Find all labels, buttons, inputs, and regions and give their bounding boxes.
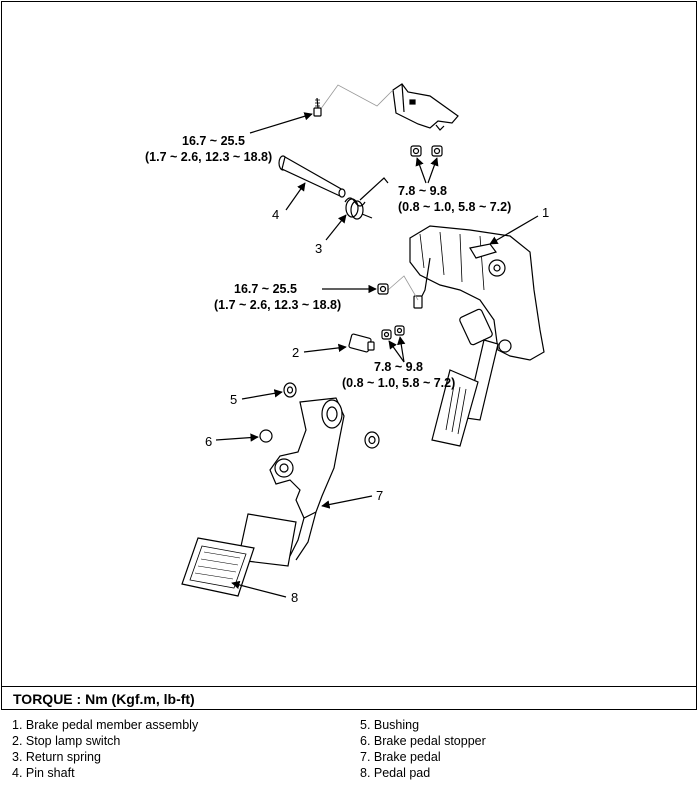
arrow-return-spring	[325, 214, 347, 241]
legend-item: 1. Brake pedal member assembly	[12, 718, 199, 732]
callout-3: 3	[315, 241, 322, 256]
torque-nuts-switch-units: (0.8 ~ 1.0, 5.8 ~ 7.2)	[342, 376, 455, 390]
torque-bolt-top-value: 16.7 ~ 25.5	[182, 134, 245, 148]
arrow-nut-top-right	[427, 157, 439, 184]
pedal-bushing-right	[364, 431, 380, 449]
legend-left-column: 1. Brake pedal member assembly 2. Stop l…	[12, 717, 198, 781]
legend-right-column: 5. Bushing 6. Brake pedal stopper 7. Bra…	[360, 717, 486, 781]
arrow-nut-switch-left	[388, 340, 405, 363]
arrow-pedal-pad	[231, 580, 287, 598]
accelerator-pedal	[431, 339, 499, 447]
flange-nuts-top	[410, 145, 443, 157]
arrow-stop-lamp-switch	[303, 343, 347, 353]
arrow-nut-switch-right	[397, 336, 406, 363]
bushing-part	[283, 382, 297, 398]
arrow-callout-1	[489, 215, 539, 245]
leader-member-nut	[387, 275, 419, 301]
return-spring-part	[344, 177, 389, 220]
pin-shaft-part	[278, 155, 346, 198]
mounting-bolt	[313, 97, 322, 117]
brake-pedal-exploded-diagram: 16.7 ~ 25.5 (1.7 ~ 2.6, 12.3 ~ 18.8) 7.8…	[145, 83, 549, 605]
arrow-pin-shaft	[285, 182, 306, 211]
legend-item: 2. Stop lamp switch	[12, 734, 121, 748]
torque-bolt-top-units: (1.7 ~ 2.6, 12.3 ~ 18.8)	[145, 150, 272, 164]
pedal-member-assembly	[409, 225, 545, 361]
flange-nuts-switch	[381, 325, 405, 340]
legend-item: 6. Brake pedal stopper	[360, 734, 486, 748]
torque-nuts-switch-value: 7.8 ~ 9.8	[374, 360, 423, 374]
legend-item: 8. Pedal pad	[360, 766, 431, 780]
pedal-stopper-part	[259, 429, 273, 443]
stop-lamp-switch-part	[348, 333, 375, 353]
callout-2: 2	[292, 345, 299, 360]
arrow-bolt-top	[249, 112, 313, 134]
torque-nut-middle-units: (1.7 ~ 2.6, 12.3 ~ 18.8)	[214, 298, 341, 312]
callout-4: 4	[272, 207, 279, 222]
callout-6: 6	[205, 434, 212, 449]
torque-nuts-top-units: (0.8 ~ 1.0, 5.8 ~ 7.2)	[398, 200, 511, 214]
legend-item: 3. Return spring	[12, 750, 101, 764]
torque-nut-middle-value: 16.7 ~ 25.5	[234, 282, 297, 296]
arrow-brake-pedal	[321, 495, 373, 509]
diagram-frame	[1, 1, 697, 710]
torque-heading-row: TORQUE : Nm (Kgf.m, lb-ft)	[1, 686, 697, 710]
torque-heading: TORQUE : Nm (Kgf.m, lb-ft)	[13, 691, 195, 707]
flange-nut-middle	[377, 283, 389, 295]
legend-item: 4. Pin shaft	[12, 766, 75, 780]
brake-pedal-part	[237, 397, 345, 567]
arrow-pedal-stopper	[215, 433, 259, 442]
leader-bracket-bolt	[319, 84, 394, 111]
mounting-bracket	[392, 83, 459, 131]
arrow-nut-top-left	[415, 157, 427, 184]
callout-8: 8	[291, 590, 298, 605]
arrow-bushing	[241, 389, 283, 400]
legend-item: 7. Brake pedal	[360, 750, 441, 764]
callout-5: 5	[230, 392, 237, 407]
callout-1: 1	[542, 205, 549, 220]
pedal-pad-part	[181, 537, 255, 597]
callout-7: 7	[376, 488, 383, 503]
torque-nuts-top-value: 7.8 ~ 9.8	[398, 184, 447, 198]
legend-item: 5. Bushing	[360, 718, 420, 732]
